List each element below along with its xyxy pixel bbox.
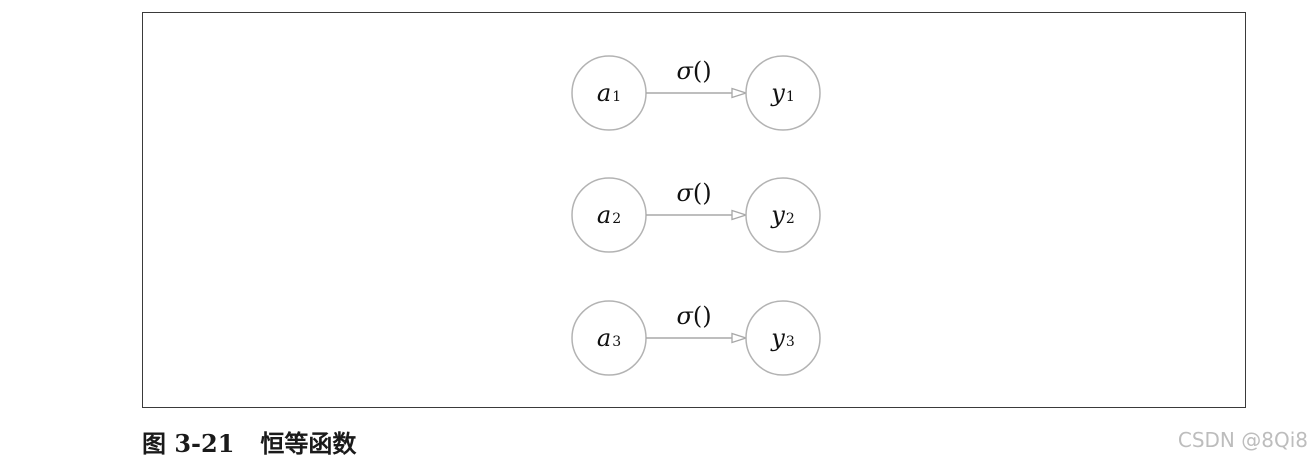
input-node-label-2-symbol: a <box>597 201 611 229</box>
input-node-label-2: a2 <box>597 201 621 229</box>
input-node-label-3: a3 <box>597 324 621 352</box>
input-node-label-2-subscript: 2 <box>612 211 621 227</box>
output-node-1 <box>745 55 821 131</box>
output-node-3 <box>745 300 821 376</box>
input-node-label-1: a1 <box>597 79 621 107</box>
figure-label: 图 3-21 <box>142 429 235 458</box>
activation-label-1: σ() <box>676 57 711 85</box>
activation-label-3: σ() <box>676 302 711 330</box>
output-node-label-3-subscript: 3 <box>786 334 795 350</box>
diagram-row-3: a3σ()y3 <box>571 300 821 376</box>
output-node-label-1-subscript: 1 <box>786 89 795 105</box>
activation-symbol-2: σ <box>676 179 693 207</box>
watermark: CSDN @8Qi8 <box>1177 428 1308 452</box>
output-node-label-3: y3 <box>770 324 794 352</box>
activation-symbol-3: σ <box>676 302 693 330</box>
figure-caption: 图 3-21 恒等函数 <box>142 424 356 459</box>
output-node-label-2: y2 <box>770 201 794 229</box>
output-node-label-3-symbol: y <box>770 324 785 352</box>
activation-symbol-1: σ <box>676 57 693 85</box>
figure-title: 恒等函数 <box>260 429 357 458</box>
activation-args-3: () <box>693 302 712 330</box>
output-node-label-2-symbol: y <box>770 201 785 229</box>
activation-args-2: () <box>693 179 712 207</box>
activation-args-1: () <box>693 57 712 85</box>
activation-label-2: σ() <box>676 179 711 207</box>
output-node-label-1-symbol: y <box>770 79 785 107</box>
diagram-row-2: a2σ()y2 <box>571 177 821 253</box>
output-node-2 <box>745 177 821 253</box>
input-node-label-1-subscript: 1 <box>612 89 621 105</box>
input-node-label-1-symbol: a <box>597 79 611 107</box>
input-node-label-3-subscript: 3 <box>612 334 621 350</box>
diagram-row-1: a1σ()y1 <box>571 55 821 131</box>
output-node-label-1: y1 <box>770 79 794 107</box>
input-node-label-3-symbol: a <box>597 324 611 352</box>
output-node-label-2-subscript: 2 <box>786 211 795 227</box>
